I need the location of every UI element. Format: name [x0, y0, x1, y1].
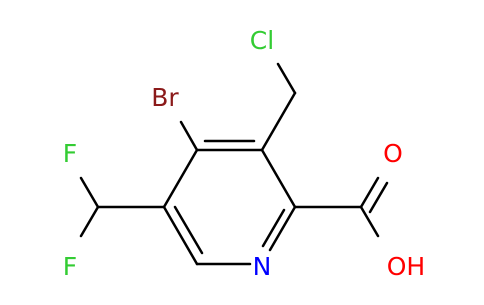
- bond-c3-ch2: [260, 91, 297, 152]
- bond-c-o-double: [368, 181, 389, 214]
- bond-c5-c4: [162, 148, 199, 209]
- atom-f-bottom-label: F: [63, 252, 77, 281]
- atom-oh-label: OH: [387, 252, 425, 281]
- atom-o-carbonyl-label: O: [383, 139, 403, 168]
- bond-c2-n-double: [261, 208, 286, 248]
- bond-chf2-f-bottom: [79, 205, 100, 238]
- bond-c2-n: [268, 205, 297, 252]
- bond-chf2-f-top: [79, 176, 100, 209]
- bonds: [79, 62, 389, 266]
- atom-f-top-label: F: [63, 139, 77, 168]
- atom-cl-label: Cl: [250, 26, 274, 55]
- bond-ch2-cl: [276, 62, 297, 95]
- bond-c6-c5-double: [173, 205, 204, 255]
- bond-c-oh: [359, 205, 380, 238]
- bond-c4-br: [179, 120, 199, 152]
- bond-c-o: [359, 176, 380, 209]
- atom-br-label: Br: [151, 83, 179, 112]
- bond-c3-c2: [260, 148, 297, 209]
- atom-n-label: N: [253, 252, 272, 281]
- bond-c6-c5: [162, 205, 199, 266]
